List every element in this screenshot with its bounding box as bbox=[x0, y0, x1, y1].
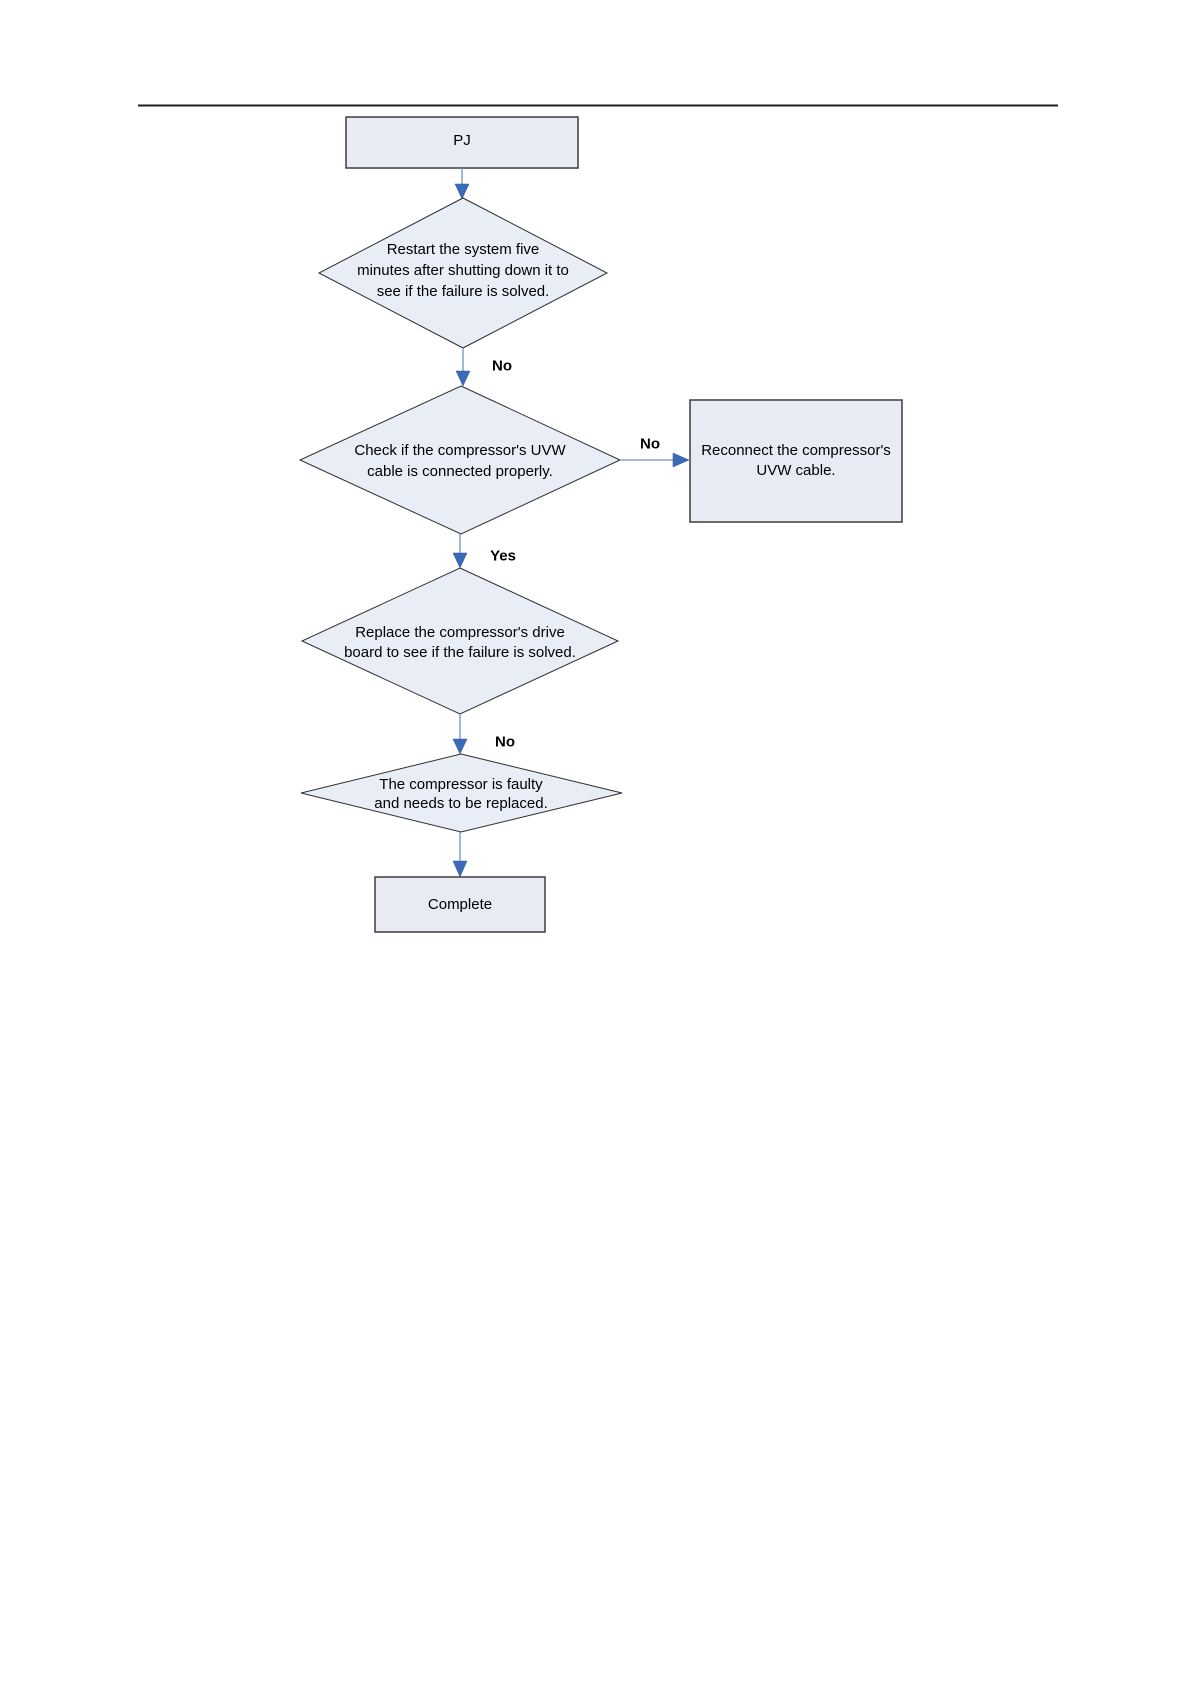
edge-label-restart-no: No bbox=[492, 357, 512, 375]
edge-label-uvw-yes: Yes bbox=[490, 547, 516, 565]
decision-drive-line2: board to see if the failure is solved. bbox=[344, 644, 576, 661]
decision-faulty-line1: The compressor is faulty bbox=[379, 776, 543, 793]
start-node-label: PJ bbox=[453, 132, 471, 149]
end-node-label: Complete bbox=[427, 896, 493, 913]
arrow-down-icon bbox=[452, 860, 468, 878]
decision-uvw-line1: Check if the compressor's UVW bbox=[354, 442, 566, 459]
decision-uvw-cable-label: Check if the compressor's UVW cable is c… bbox=[300, 440, 620, 482]
decision-uvw-cable-shape bbox=[298, 385, 622, 535]
decision-drive-board-label: Replace the compressor's drive board to … bbox=[302, 623, 618, 663]
decision-compressor-faulty-shape bbox=[300, 753, 623, 833]
decision-uvw-line2: cable is connected properly. bbox=[367, 463, 553, 480]
decision-restart-line1: Restart the system five bbox=[386, 241, 540, 258]
action-reconnect-shape bbox=[689, 399, 903, 523]
decision-restart-line2: minutes after shutting down it to bbox=[357, 262, 569, 279]
arrow-right-icon bbox=[672, 452, 690, 468]
action-reconnect-line2: UVW cable. bbox=[756, 462, 836, 479]
decision-restart-label: Restart the system five minutes after sh… bbox=[318, 239, 608, 302]
edge-label-drive-board-no: No bbox=[495, 733, 515, 751]
decision-faulty-line2: and needs to be replaced. bbox=[374, 795, 548, 812]
end-node-shape bbox=[374, 876, 546, 933]
arrow-down-icon bbox=[452, 552, 468, 569]
arrow-down-icon bbox=[452, 738, 468, 755]
arrow-down-icon bbox=[454, 183, 470, 200]
decision-compressor-faulty-label: The compressor is faulty and needs to be… bbox=[301, 775, 621, 813]
decision-restart-line3: see if the failure is solved. bbox=[376, 283, 550, 300]
action-reconnect-line1: Reconnect the compressor's bbox=[701, 442, 891, 459]
arrow-down-icon bbox=[455, 370, 471, 387]
action-reconnect-label: Reconnect the compressor's UVW cable. bbox=[692, 441, 900, 481]
decision-drive-line1: Replace the compressor's drive bbox=[355, 624, 565, 641]
edge-label-uvw-no: No bbox=[640, 435, 660, 453]
